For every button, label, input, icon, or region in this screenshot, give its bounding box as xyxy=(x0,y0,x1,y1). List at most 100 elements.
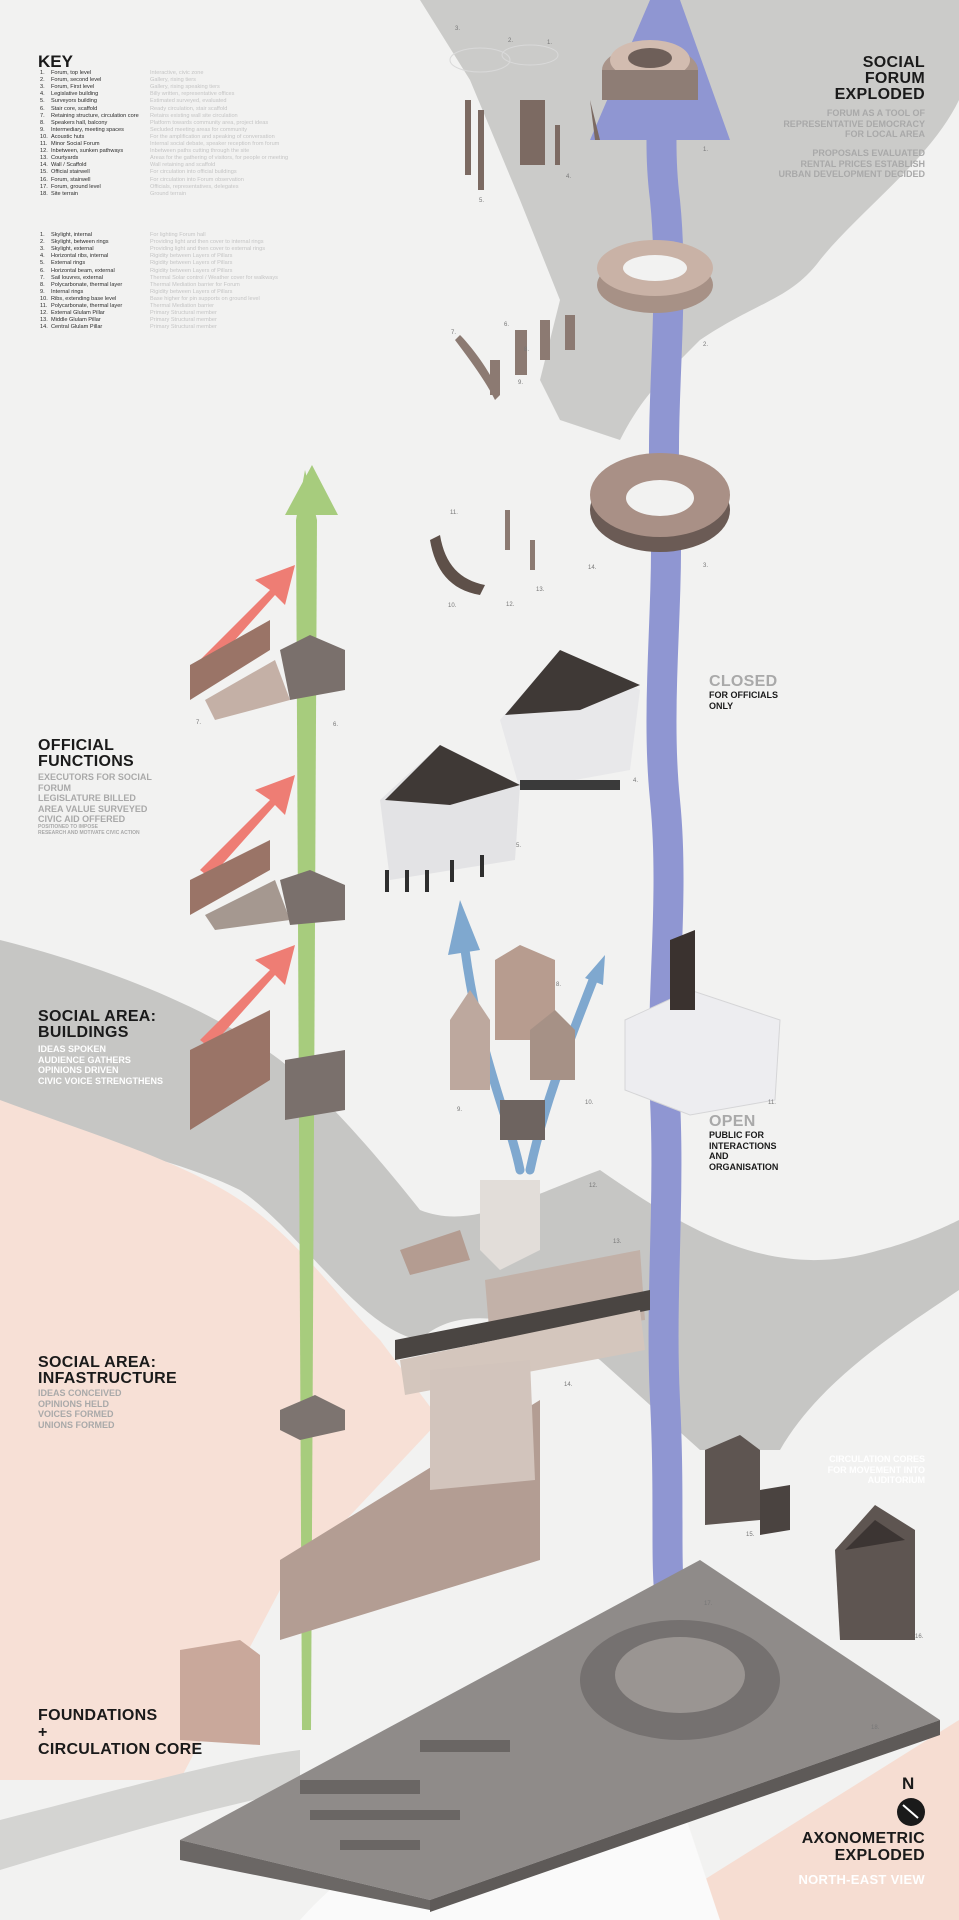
circulation-cores-label: CIRCULATION CORES FOR MOVEMENT INTO AUDI… xyxy=(827,1454,925,1485)
callout-number: 14. xyxy=(588,565,597,571)
circulation-core-left xyxy=(705,1435,790,1535)
callout-number: 17. xyxy=(704,1601,713,1607)
key-row-description: Thermal Solar control / Weather cover fo… xyxy=(150,274,278,281)
faint-rings-top xyxy=(449,44,559,73)
key-row-number: 16. xyxy=(40,176,48,183)
forum-components-top xyxy=(465,100,600,190)
key-row-number: 6. xyxy=(40,105,45,112)
key-row-description: Rigidity between Layers of Pillars xyxy=(150,260,233,267)
callout-number: 10. xyxy=(448,603,457,609)
peach-area-left xyxy=(0,1100,440,1780)
callout-number: 12. xyxy=(506,602,515,608)
key-row-label: Forum, stairwell xyxy=(51,176,91,183)
key-row-label: Horizontal ribs, internal xyxy=(51,253,109,260)
key-row-label: Official stairwell xyxy=(51,169,90,176)
key-row-label: Sail louvres, external xyxy=(51,274,103,281)
key-row-number: 7. xyxy=(40,112,45,119)
key-row-label: Horizontal beam, external xyxy=(51,267,115,274)
infrastructure-walls xyxy=(280,1180,650,1640)
key-row-description: For circulation into Forum observation xyxy=(150,176,244,183)
key-row-label: Central Glulam Pillar xyxy=(51,324,103,331)
key-row-label: Surveyors building xyxy=(51,98,98,105)
key-row-number: 13. xyxy=(40,317,48,324)
key-row-description: Gallery, rising speaking tiers xyxy=(150,84,220,91)
closed-subtitle: FOR OFFICIALS ONLY xyxy=(709,690,778,711)
key-row-description: Internal social debate, speaker receptio… xyxy=(150,141,280,147)
key-row-label: Minor Social Forum xyxy=(51,141,100,147)
blue-arrow-head-right xyxy=(585,955,605,985)
callout-number: 8. xyxy=(556,982,562,988)
callout-number: 8. xyxy=(524,347,530,353)
key-row-description: Rigidity between Layers of Pillars xyxy=(150,267,233,274)
social-buildings-cluster xyxy=(450,945,575,1140)
forum-ring-third xyxy=(590,453,730,552)
circulation-core-right xyxy=(835,1505,915,1640)
key-row-label: Skylight, internal xyxy=(51,232,93,238)
callout-number: 1. xyxy=(703,147,709,153)
key-row-number: 5. xyxy=(40,260,45,267)
social-buildings-subtitle: IDEAS SPOKEN AUDIENCE GATHERS OPINIONS D… xyxy=(38,1044,164,1086)
social-buildings-title: SOCIAL AREA: BUILDINGS xyxy=(38,1008,157,1041)
key-row-number: 12. xyxy=(40,310,48,317)
key-row-description: Platform towards community area, project… xyxy=(150,119,269,126)
surveyors-building xyxy=(380,745,520,892)
key-row-label: Polycarbonate, thermal layer xyxy=(51,281,123,288)
axonometric-title: AXONOMETRIC EXPLODED xyxy=(801,1830,925,1864)
key-row-description: Ground terrain xyxy=(150,190,187,197)
key-row-label: Ribs, extending base level xyxy=(51,295,117,302)
callout-number: 10. xyxy=(585,1100,594,1106)
key-row-number: 7. xyxy=(40,274,45,281)
key-row: 7. Sail louvres, external Thermal Solar co… xyxy=(40,274,278,282)
key-row-number: 8. xyxy=(40,281,45,288)
key-row-label: External Glulam Pillar xyxy=(51,310,105,317)
callout-number: 12. xyxy=(589,1183,598,1189)
key-row-description: Thermal Mediation barrier xyxy=(150,303,215,309)
legislative-building xyxy=(500,650,640,790)
key-row-label: Courtyards xyxy=(51,155,79,162)
key-row-description: Rigidity between Layers of Pillars xyxy=(150,288,233,295)
closed-title: CLOSED xyxy=(709,673,778,690)
north-arrow-icon xyxy=(897,1798,925,1826)
key-row-number: 1. xyxy=(40,232,45,238)
infrastructure-small-block xyxy=(280,1395,345,1440)
foundation-platform xyxy=(180,1560,940,1912)
key-row-number: 2. xyxy=(40,77,45,84)
key-row-label: Forum, top level xyxy=(51,70,92,76)
key-row-description: Billy written, representative offices xyxy=(150,91,235,98)
callout-number: 3. xyxy=(703,563,709,569)
key-row-description: Thermal Mediation barrier for Forum xyxy=(150,281,240,288)
official-functions-note: POSITIONED TO IMPOSE RESEARCH AND MOTIVA… xyxy=(38,824,140,836)
key-row-description: Primary Structural member xyxy=(150,324,217,331)
key-row-description: Primary Structural member xyxy=(150,310,217,317)
key-row-number: 3. xyxy=(40,84,45,91)
callout-number: 5. xyxy=(516,843,522,849)
official-functions-title: OFFICIAL FUNCTIONS xyxy=(38,737,135,770)
open-title: OPEN xyxy=(709,1113,756,1130)
key-row-description: For the amplification and speaking of co… xyxy=(150,133,275,140)
callout-number: 11. xyxy=(450,510,458,516)
callout-number: 9. xyxy=(518,380,524,386)
social-infra-title: SOCIAL AREA: INFASTRUCTURE xyxy=(38,1354,178,1387)
key-row: 12.External Glulam Pillar Primary Structu… xyxy=(40,310,217,317)
key-row-label: Skylight, external xyxy=(51,246,94,253)
social-infra-subtitle: IDEAS CONCEIVED OPINIONS HELD VOICES FOR… xyxy=(38,1388,122,1430)
key-row-description: Wall retaining and scaffold xyxy=(150,162,216,169)
key-row-label: Intermediary, meeting spaces xyxy=(51,126,124,133)
key-row-number: 1. xyxy=(40,70,45,76)
key-row-label: Site terrain xyxy=(51,190,79,197)
key-row-number: 17. xyxy=(40,183,48,190)
key-row-label: Middle Glulam Pillar xyxy=(51,317,101,324)
key-row-label: Skylight, between rings xyxy=(51,239,109,246)
